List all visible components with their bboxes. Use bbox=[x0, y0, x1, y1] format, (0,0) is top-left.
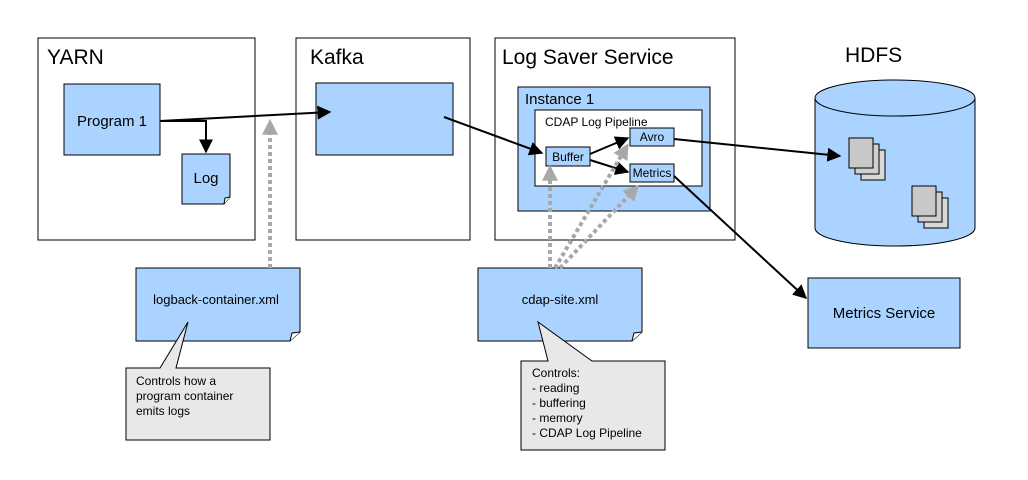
cdap-callout-line: - buffering bbox=[532, 396, 586, 410]
metrics-box bbox=[629, 163, 675, 183]
instance1-label: Instance 1 bbox=[525, 91, 594, 108]
buffer-label: Buffer bbox=[552, 150, 584, 164]
logback-callout-line: Controls how a bbox=[136, 374, 216, 388]
metrics-service-box bbox=[807, 277, 961, 349]
cdap-site-config-label: cdap-site.xml bbox=[522, 292, 599, 307]
config-arrow-metrics bbox=[558, 184, 640, 270]
buffer-box bbox=[545, 146, 591, 167]
logback-config-fold bbox=[289, 331, 301, 342]
hdfs-file-stack-1 bbox=[848, 137, 886, 181]
logback-config-label: logback-container.xml bbox=[153, 292, 279, 307]
metrics-service-label: Metrics Service bbox=[833, 305, 936, 322]
cdap-callout-line: - memory bbox=[532, 411, 583, 425]
kafka-topic-box bbox=[315, 82, 454, 156]
hdfs-title: HDFS bbox=[845, 44, 902, 67]
arrow-kafka-to-buffer bbox=[443, 116, 544, 156]
avro-box bbox=[629, 127, 675, 147]
logback-callout-line: program container bbox=[136, 389, 233, 403]
arrow-avro-to-hdfs bbox=[673, 138, 842, 162]
metrics-label: Metrics bbox=[633, 166, 672, 180]
logback-callout bbox=[125, 321, 271, 441]
config-arrow-avro bbox=[553, 143, 629, 270]
avro-label: Avro bbox=[640, 130, 665, 144]
program1-box bbox=[63, 83, 161, 156]
kafka-title: Kafka bbox=[310, 46, 364, 69]
log-document-fold bbox=[223, 196, 231, 205]
cdap-callout-line: - reading bbox=[532, 381, 579, 395]
logback-callout-line: emits logs bbox=[136, 404, 190, 418]
hdfs-cylinder-body bbox=[814, 98, 976, 247]
arrow-buffer-to-metrics bbox=[589, 159, 630, 175]
cdap-callout-line: - CDAP Log Pipeline bbox=[532, 426, 642, 440]
yarn-title: YARN bbox=[47, 46, 104, 69]
cdap-callout-line: Controls: bbox=[532, 366, 580, 380]
arrow-program-to-kafka bbox=[159, 105, 332, 122]
cdap-callout-text: Controls: - reading - buffering - memory… bbox=[532, 366, 642, 440]
arrow-metrics-to-service bbox=[673, 175, 808, 299]
log-saver-title: Log Saver Service bbox=[502, 46, 674, 69]
cdap-callout bbox=[520, 320, 666, 451]
log-label: Log bbox=[193, 170, 218, 187]
logback-callout-text: Controls how a program container emits l… bbox=[136, 374, 237, 418]
arrow-program-to-log bbox=[160, 120, 213, 154]
cdap-site-config-fold bbox=[631, 331, 643, 342]
arrow-buffer-to-avro bbox=[589, 136, 630, 155]
hdfs-cylinder-top bbox=[814, 79, 976, 117]
hdfs-file-stack-2 bbox=[911, 185, 949, 229]
pipeline-label: CDAP Log Pipeline bbox=[545, 115, 648, 129]
program1-label: Program 1 bbox=[77, 113, 147, 130]
